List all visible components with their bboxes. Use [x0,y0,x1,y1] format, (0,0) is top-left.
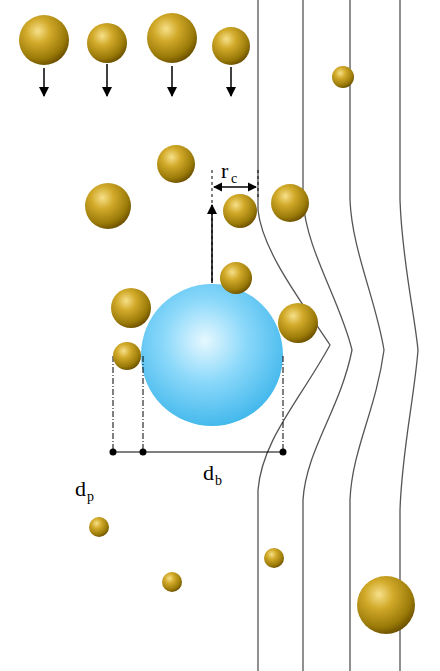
particle [113,342,141,370]
dimension-symbol: r [221,160,228,182]
streamlines [258,0,418,671]
dimension-symbol: d [75,478,86,500]
guide-line [283,356,284,452]
air-bubble [141,284,283,426]
particle [87,23,127,63]
streamline [400,0,418,671]
down-arrow [106,64,108,96]
guide-line [258,170,259,200]
dimension-symbol: d [203,462,214,484]
dimension-dot [110,449,117,456]
guide-line [212,170,213,283]
particle [89,517,109,537]
particle [220,262,252,294]
particle [162,572,182,592]
dimension-subscript: p [87,490,94,504]
particle [357,576,415,634]
rise-arrow [211,205,213,283]
particle [111,288,151,328]
particle [264,548,284,568]
dimension-dot [140,449,147,456]
dimension-line [113,452,283,453]
particle [278,303,318,343]
dimension-subscript: b [215,474,222,488]
dimension-dots [110,449,287,456]
down-arrow [171,66,173,96]
diameter-guides [113,356,283,452]
particle [212,27,250,65]
particle [147,13,197,63]
particle [19,15,69,65]
guide-line [143,356,144,452]
dimension-subscript: c [231,172,237,186]
particle [271,184,309,222]
dimension-dot [280,449,287,456]
particles [19,13,415,634]
streamline [350,0,384,671]
particle [85,183,131,229]
guide-line [113,356,114,452]
particle [223,194,257,228]
rc-dimension [214,186,256,187]
down-arrow [230,67,232,96]
particle [157,145,195,183]
down-arrow [43,68,45,96]
particle [332,66,354,88]
settling-arrows [44,64,231,96]
